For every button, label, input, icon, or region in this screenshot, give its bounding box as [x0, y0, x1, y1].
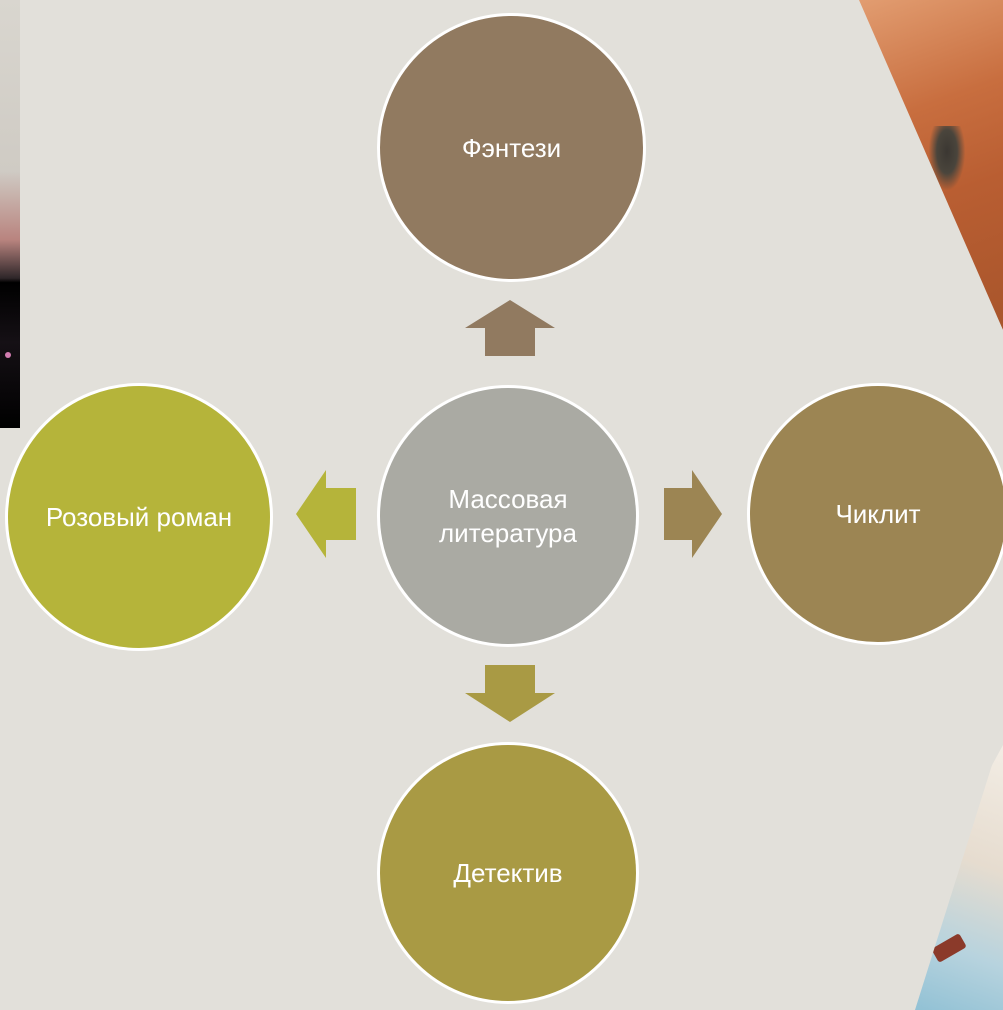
node-fantasy: Фэнтези: [377, 13, 646, 282]
node-chicklit: Чиклит: [747, 383, 1003, 645]
arrow-up: [465, 300, 555, 356]
arrow-down: [465, 665, 555, 722]
background-photo-left: [0, 0, 20, 428]
arrow-right: [664, 470, 722, 558]
arrow-right-icon: [664, 470, 722, 558]
arrow-left: [296, 470, 356, 558]
node-romance-label: Розовый роман: [45, 502, 233, 532]
node-detective: Детектив: [377, 742, 639, 1004]
node-chicklit-label: Чиклит: [835, 499, 921, 529]
node-fantasy-label: Фэнтези: [461, 132, 562, 163]
node-detective-label: Детектив: [453, 858, 563, 888]
arrow-down-icon: [465, 665, 555, 722]
node-romance: Розовый роман: [5, 383, 273, 651]
arrow-up-icon: [465, 300, 555, 356]
node-mass-literature: Массовая литература: [377, 385, 639, 647]
node-mass-literature-label: Массовая литература: [439, 484, 577, 548]
arrow-left-icon: [296, 470, 356, 558]
